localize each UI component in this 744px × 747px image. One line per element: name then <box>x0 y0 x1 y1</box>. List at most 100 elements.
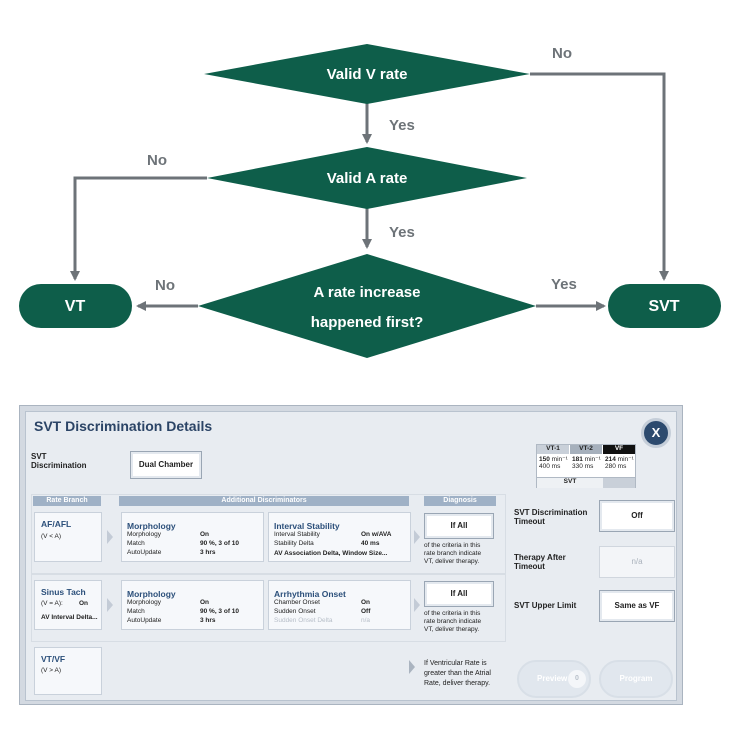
edge-label-yes-2: Yes <box>389 224 415 241</box>
close-button[interactable]: X <box>641 418 671 448</box>
morphology-1-title: Morphology <box>127 521 176 531</box>
chevron-right-icon <box>107 598 113 612</box>
therapy-after-timeout-line1: Therapy After <box>514 553 566 562</box>
branch-sinus-tach-title: Sinus Tach <box>41 587 86 597</box>
branch-vt-vf-sub: (V > A) <box>41 667 62 674</box>
terminal-vt <box>19 284 132 328</box>
interval-stability-key-1: Interval Stability <box>274 531 320 538</box>
diagnosis-header: Diagnosis <box>424 496 496 506</box>
zone-vf-ms: 280 ms <box>605 463 627 470</box>
branch-sinus-tach-extra: AV Interval Delta... <box>41 614 98 621</box>
diagnosis-3-text: If Ventricular Rate is greater than the … <box>424 659 491 689</box>
morphology-1-value-3: 3 hrs <box>200 549 216 556</box>
svt-discrimination-label: SVT Discrimination <box>31 452 87 470</box>
arrhythmia-onset-key-2: Sudden Onset <box>274 608 316 615</box>
panel-title: SVT Discrimination Details <box>34 418 213 434</box>
edge-label-yes-3: Yes <box>551 276 577 293</box>
arrhythmia-onset-title: Arrhythmia Onset <box>274 589 346 599</box>
branch-vt-vf[interactable]: VT/VF (V > A) <box>34 647 102 695</box>
svt-upper-limit-button[interactable]: Same as VF <box>599 590 675 622</box>
arrhythmia-onset-value-2: Off <box>361 608 371 615</box>
diagnosis-2-line-1: of the criteria in this <box>424 610 481 617</box>
discriminator-morphology-2[interactable]: Morphology Morphology On Match 90 %, 3 o… <box>121 580 264 630</box>
morphology-2-key-2: Match <box>127 608 145 615</box>
diagnosis-1-line-1: of the criteria in this <box>424 542 481 549</box>
svt-upper-limit-label: SVT Upper Limit <box>514 601 577 610</box>
morphology-1-key-1: Morphology <box>127 531 161 538</box>
preview-button[interactable]: Preview 0 <box>517 660 591 698</box>
svt-timeout-label: SVT Discrimination Timeout <box>514 508 587 526</box>
branch-sinus-tach[interactable]: Sinus Tach (V = A): On AV Interval Delta… <box>34 580 102 630</box>
decision-valid-a-rate <box>207 147 527 209</box>
morphology-2-key-3: AutoUpdate <box>127 617 162 624</box>
zone-vt1-rate: 150 min⁻¹ <box>539 455 568 463</box>
morphology-1-value-2: 90 %, 3 of 10 <box>200 540 240 547</box>
rate-branch-header: Rate Branch <box>33 496 101 506</box>
discriminator-morphology-1[interactable]: Morphology Morphology On Match 90 %, 3 o… <box>121 512 264 562</box>
preview-label: Preview <box>537 674 568 683</box>
svt-timeout-label-line2: Timeout <box>514 517 545 526</box>
if-all-button-2[interactable]: If All <box>424 581 494 607</box>
diagnosis-1-line-3: VT, deliver therapy. <box>424 558 480 565</box>
zone-vt2-header: VT-2 <box>570 445 602 454</box>
edge-label-no-1: No <box>552 45 572 62</box>
chevron-right-icon <box>409 660 415 674</box>
therapy-after-timeout-button[interactable]: n/a <box>599 546 675 578</box>
a-rate-increase-label-1: A rate increase <box>313 284 420 301</box>
therapy-after-timeout-line2: Timeout <box>514 562 545 571</box>
discriminator-arrhythmia-onset[interactable]: Arrhythmia Onset Chamber Onset On Sudden… <box>268 580 411 630</box>
morphology-2-key-1: Morphology <box>127 599 161 606</box>
close-icon: X <box>651 425 661 440</box>
valid-v-rate-label: Valid V rate <box>327 66 408 83</box>
zone-vt1-unit: min⁻¹ <box>551 456 568 463</box>
zone-vt2-unit: min⁻¹ <box>584 456 601 463</box>
decision-a-rate-increase <box>198 254 536 358</box>
morphology-2-title: Morphology <box>127 589 176 599</box>
zone-vt2-rate-value: 181 <box>572 456 583 463</box>
edge-label-no-2: No <box>147 152 167 169</box>
row-af-afl <box>31 494 506 574</box>
arrhythmia-onset-value-3: n/a <box>361 617 371 624</box>
morphology-1-value-1: On <box>200 531 210 538</box>
diagnosis-3-line-1: If Ventricular Rate is <box>424 660 487 667</box>
branch-sinus-tach-sub: (V = A): <box>41 600 63 607</box>
zone-vt2-rate: 181 min⁻¹ <box>572 455 601 463</box>
interval-stability-value-2: 40 ms <box>361 540 380 547</box>
zone-vt1-header: VT-1 <box>537 445 569 454</box>
dual-chamber-button[interactable]: Dual Chamber <box>130 451 202 479</box>
additional-discriminators-header: Additional Discriminators <box>119 496 409 506</box>
interval-stability-key-3: AV Association Delta, Window Size... <box>274 550 388 557</box>
branch-vt-vf-title: VT/VF <box>41 654 66 664</box>
branch-af-afl[interactable]: AF/AFL (V < A) <box>34 512 102 562</box>
program-button[interactable]: Program <box>599 660 673 698</box>
svt-discrimination-label-line2: Discrimination <box>31 461 87 470</box>
branch-af-afl-title: AF/AFL <box>41 519 72 529</box>
zone-vf-header: VF <box>603 445 635 454</box>
edge-label-no-3: No <box>155 277 175 294</box>
branch-af-afl-sub: (V < A) <box>41 533 62 540</box>
morphology-2-value-1: On <box>200 599 210 606</box>
edge-label-yes-1: Yes <box>389 117 415 134</box>
chevron-right-icon <box>414 530 420 544</box>
decision-valid-v-rate <box>204 44 530 104</box>
zone-vt1-rate-value: 150 <box>539 456 550 463</box>
morphology-2-value-3: 3 hrs <box>200 617 216 624</box>
discriminator-interval-stability[interactable]: Interval Stability Interval Stability On… <box>268 512 411 562</box>
svt-discrimination-panel: SVT Discrimination Details X SVT Discrim… <box>19 405 683 705</box>
interval-stability-key-2: Stability Delta <box>274 540 314 547</box>
zone-summary: VT-1 VT-2 VF 150 min⁻¹ 181 min⁻¹ 214 min… <box>536 444 636 488</box>
svt-timeout-label-line1: SVT Discrimination <box>514 508 588 517</box>
if-all-button-1[interactable]: If All <box>424 513 494 539</box>
diagnosis-1-line-2: rate branch indicate <box>424 550 482 557</box>
flowchart: Valid V rate Valid A rate A rate increas… <box>19 44 721 358</box>
diagnosis-3-line-2: greater than the Atrial <box>424 670 491 677</box>
svt-discrimination-label-line1: SVT <box>31 452 47 461</box>
zone-vf-unit: min⁻¹ <box>617 456 634 463</box>
zone-vt2-ms: 330 ms <box>572 463 594 470</box>
svt-timeout-button[interactable]: Off <box>599 500 675 532</box>
chevron-right-icon <box>107 530 113 544</box>
zone-vf-rate-value: 214 <box>605 456 616 463</box>
terminal-svt <box>608 284 721 328</box>
morphology-1-key-2: Match <box>127 540 145 547</box>
row-sinus-tach <box>31 574 506 642</box>
